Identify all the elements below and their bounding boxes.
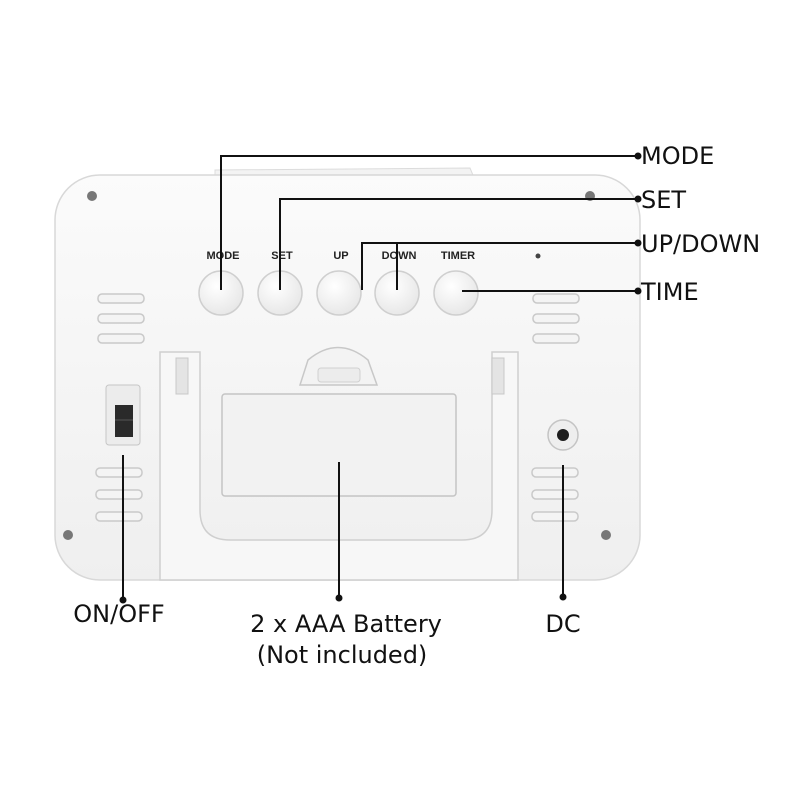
leader-on-off-dot [119, 596, 127, 604]
callout-time: TIME [640, 278, 699, 306]
callout-battery-line1: 2 x AAA Battery [250, 610, 442, 638]
vents-left-bottom [95, 467, 143, 522]
printed-label-up: UP [333, 250, 348, 262]
leader-up-down-dot [634, 239, 642, 247]
leader-time-dot [634, 287, 642, 295]
leader-mode-dot [634, 152, 642, 160]
vents-right-top [532, 293, 580, 344]
leader-lines [119, 152, 642, 604]
printed-label-down: DOWN [382, 250, 417, 262]
dc-jack[interactable] [547, 419, 579, 451]
leader-battery-dot [335, 594, 343, 602]
callout-set: SET [641, 186, 686, 214]
callout-on-off: ON/OFF [73, 600, 164, 628]
vents-right-bottom [531, 467, 579, 522]
callout-mode: MODE [641, 142, 714, 170]
timer-button[interactable] [433, 270, 479, 316]
screw-bottom-left [63, 530, 73, 540]
leader-set-dot [634, 195, 642, 203]
callout-up-down: UP/DOWN [641, 230, 760, 258]
printed-label-mode: MODE [207, 250, 240, 262]
device-buttons [198, 270, 479, 316]
leader-up-down [361, 242, 636, 290]
vents-left-top [97, 293, 145, 344]
battery-cover-tab [298, 346, 379, 386]
stand-frame [159, 351, 519, 581]
sensor-hole [535, 253, 541, 259]
printed-label-timer: TIMER [441, 250, 475, 262]
on-off-switch[interactable] [105, 384, 141, 446]
callout-dc: DC [545, 610, 580, 638]
printed-label-set: SET [271, 250, 293, 262]
leader-mode [220, 155, 636, 290]
screw-top-left [87, 191, 97, 201]
up-button[interactable] [316, 270, 362, 316]
leader-dc-dot [559, 593, 567, 601]
screw-bottom-right [601, 530, 611, 540]
callout-battery-line2: (Not included) [257, 641, 428, 669]
leader-set [279, 198, 636, 290]
